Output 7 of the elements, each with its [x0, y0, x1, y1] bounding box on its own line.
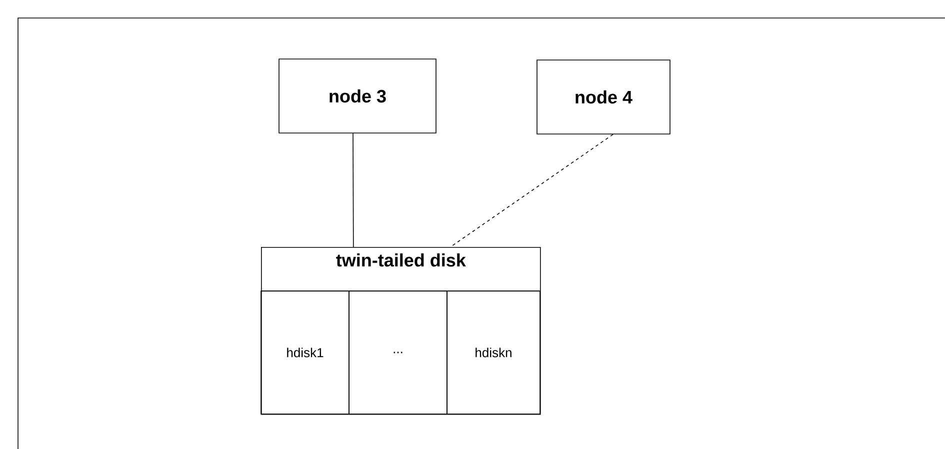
process-box: node 3: [278, 58, 436, 134]
connector-line: [450, 134, 614, 248]
connector-line: [352, 133, 354, 248]
disk-cell: hdiskn: [446, 290, 540, 414]
disk-cell: hdisk1: [260, 290, 350, 414]
disk-cell: ...: [348, 290, 448, 414]
process-box: node 4: [536, 60, 670, 134]
